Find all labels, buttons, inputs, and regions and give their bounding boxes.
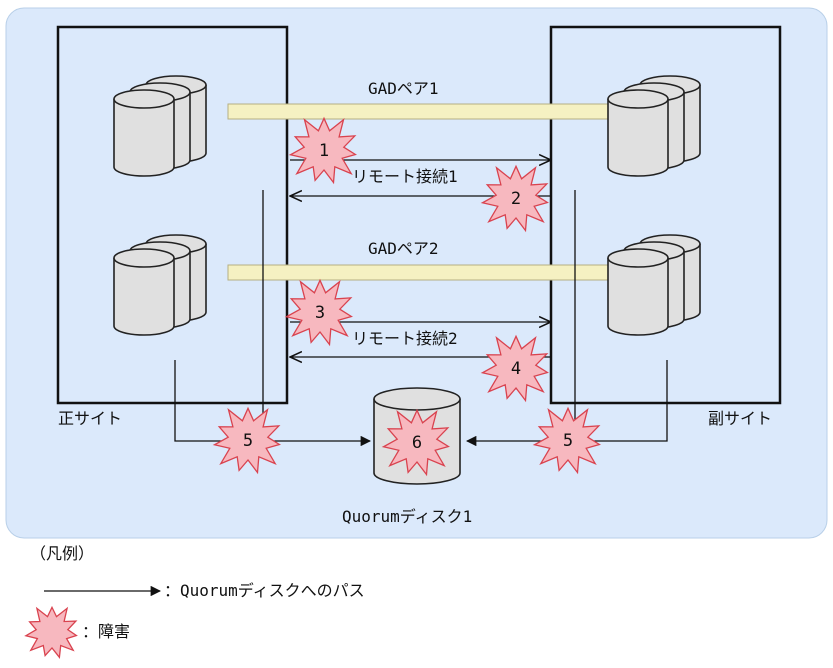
legend-failure-burst (24, 605, 78, 659)
failure-number: 3 (315, 303, 325, 323)
failure-number: 5 (563, 431, 573, 451)
quorum-path-primary-1 (174, 360, 372, 447)
quorum-disk-label: Quorumディスク1 (342, 507, 473, 526)
remote-connection-label-1: リモート接続1 (352, 167, 458, 186)
failure-burst-6: 6 (381, 408, 450, 477)
primary-storage-1 (114, 76, 206, 176)
failure-burst-5: 5 (212, 406, 281, 475)
failure-number: 6 (412, 433, 422, 453)
failure-burst-5: 5 (532, 406, 601, 475)
pair-bar-1 (227, 103, 615, 120)
legend-failure-text: ：障害 (82, 622, 131, 641)
pair-bar-2 (227, 264, 615, 281)
secondary-site-label: 副サイト (708, 409, 773, 428)
secondary-storage-1 (608, 76, 700, 176)
pair-label-2: GADペア2 (368, 239, 439, 258)
primary-site-label: 正サイト (58, 409, 123, 428)
failure-number: 1 (319, 141, 329, 161)
secondary-storage-2 (608, 235, 700, 335)
legend-title: （凡例） (30, 544, 95, 563)
failure-burst-3: 3 (284, 278, 353, 347)
pair-label-1: GADペア1 (368, 79, 439, 98)
failure-number: 4 (511, 359, 521, 379)
remote-connection-label-2: リモート接続2 (352, 329, 458, 348)
failure-burst-2: 2 (480, 164, 549, 233)
legend-path-text: ：Quorumディスクへのパス (164, 581, 365, 600)
failure-burst-1: 1 (288, 116, 357, 185)
failure-number: 2 (511, 189, 521, 209)
failure-burst-4: 4 (480, 334, 549, 403)
primary-storage-2 (114, 235, 206, 335)
failure-number: 5 (243, 431, 253, 451)
quorum-path-secondary-1 (465, 360, 668, 447)
